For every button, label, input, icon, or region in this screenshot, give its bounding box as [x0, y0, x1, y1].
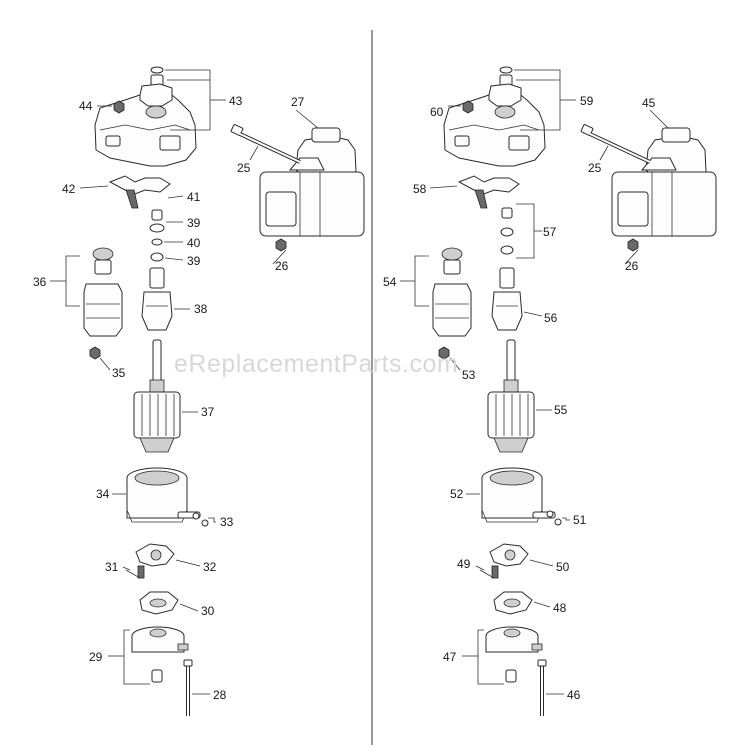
- callout-30: 30: [201, 604, 215, 618]
- left-leaders: [50, 69, 319, 695]
- callout-34: 34: [96, 487, 110, 501]
- callout-26-r: 26: [625, 259, 639, 273]
- part-nut-26: [275, 238, 287, 252]
- part-clip-40: [151, 238, 163, 246]
- part-armature: [133, 339, 181, 453]
- right-assembly: 60 59 45 25 58 57 26 54 56 53 55 52 51 4…: [383, 66, 717, 716]
- callout-56: 56: [544, 311, 558, 325]
- part-plate-30: [139, 591, 179, 615]
- callout-39a: 39: [187, 216, 201, 230]
- watermark: eReplacementParts.com: [174, 350, 458, 378]
- part-plate-48: [493, 591, 533, 615]
- callout-26: 26: [275, 259, 289, 273]
- callout-44: 44: [79, 99, 93, 113]
- callout-40: 40: [187, 236, 201, 250]
- part-nut-53: [438, 346, 450, 360]
- part-drive-pinion: [141, 267, 173, 331]
- callout-31: 31: [105, 560, 119, 574]
- callout-39b: 39: [187, 254, 201, 268]
- part-solenoid-r: [432, 247, 472, 337]
- callout-60: 60: [430, 105, 444, 119]
- part-brush-49: [479, 569, 495, 579]
- callout-29: 29: [89, 650, 103, 664]
- left-assembly: 44 43 27 25 42 41 39 40 39 26 36 38 35 3…: [33, 66, 365, 716]
- callout-52: 52: [450, 487, 464, 501]
- part-screws-51: [546, 510, 562, 526]
- part-rings-57: [500, 207, 514, 255]
- callout-50: 50: [556, 560, 570, 574]
- part-drive-end-housing: [94, 83, 197, 167]
- part-bushing-top: [150, 66, 164, 87]
- part-starter-assembly-27: [259, 127, 365, 237]
- part-brush-31: [125, 569, 141, 579]
- part-ring-39b: [150, 252, 164, 262]
- part-brush-holder: [135, 543, 175, 579]
- part-drive-lever: [108, 175, 171, 209]
- part-bushing-top-r: [499, 66, 513, 87]
- part-drive-end-housing-r: [443, 83, 546, 167]
- part-nut-60: [462, 100, 474, 114]
- part-bolt-25: [230, 124, 301, 164]
- callout-43: 43: [229, 94, 243, 108]
- callout-27: 27: [291, 95, 305, 109]
- callout-37: 37: [201, 405, 215, 419]
- callout-25: 25: [237, 161, 251, 175]
- part-drive-lever-r: [457, 175, 520, 209]
- part-brush-holder-r: [489, 543, 529, 579]
- part-end-cap-r: [485, 626, 543, 683]
- callout-47: 47: [443, 650, 457, 664]
- callout-48: 48: [553, 601, 567, 615]
- callout-38: 38: [194, 302, 208, 316]
- callout-46: 46: [567, 688, 581, 702]
- callout-59: 59: [580, 94, 594, 108]
- part-bolt-25-r: [580, 124, 651, 164]
- part-drive-pinion-r: [491, 267, 523, 331]
- right-leaders: [400, 69, 669, 695]
- callout-42: 42: [62, 182, 76, 196]
- part-screws-33: [192, 512, 209, 527]
- callout-33: 33: [220, 515, 234, 529]
- callout-49: 49: [457, 557, 471, 571]
- callout-45: 45: [642, 96, 656, 110]
- callout-35: 35: [112, 366, 126, 380]
- callout-57: 57: [543, 225, 557, 239]
- callout-25-r: 25: [588, 161, 602, 175]
- callout-32: 32: [203, 560, 217, 574]
- part-collar-41: [151, 209, 163, 221]
- part-ring-39a: [149, 223, 165, 233]
- callout-58: 58: [413, 182, 427, 196]
- callout-53: 53: [462, 368, 476, 382]
- part-nut-44: [113, 100, 125, 114]
- callout-51: 51: [573, 513, 587, 527]
- callout-41: 41: [187, 190, 201, 204]
- part-through-bolt-28: [183, 659, 193, 716]
- part-starter-assembly-45: [611, 127, 717, 237]
- callout-55: 55: [554, 403, 568, 417]
- part-field-frame: [126, 467, 201, 523]
- part-solenoid: [83, 247, 123, 337]
- part-through-bolt-46: [537, 659, 547, 716]
- callout-28: 28: [213, 688, 227, 702]
- part-field-frame-r: [481, 467, 556, 523]
- callout-54: 54: [383, 275, 397, 289]
- part-nut-35: [89, 346, 101, 360]
- callout-36: 36: [33, 275, 47, 289]
- part-end-cap: [131, 626, 189, 683]
- part-armature-r: [487, 339, 535, 453]
- part-nut-26-r: [627, 238, 639, 252]
